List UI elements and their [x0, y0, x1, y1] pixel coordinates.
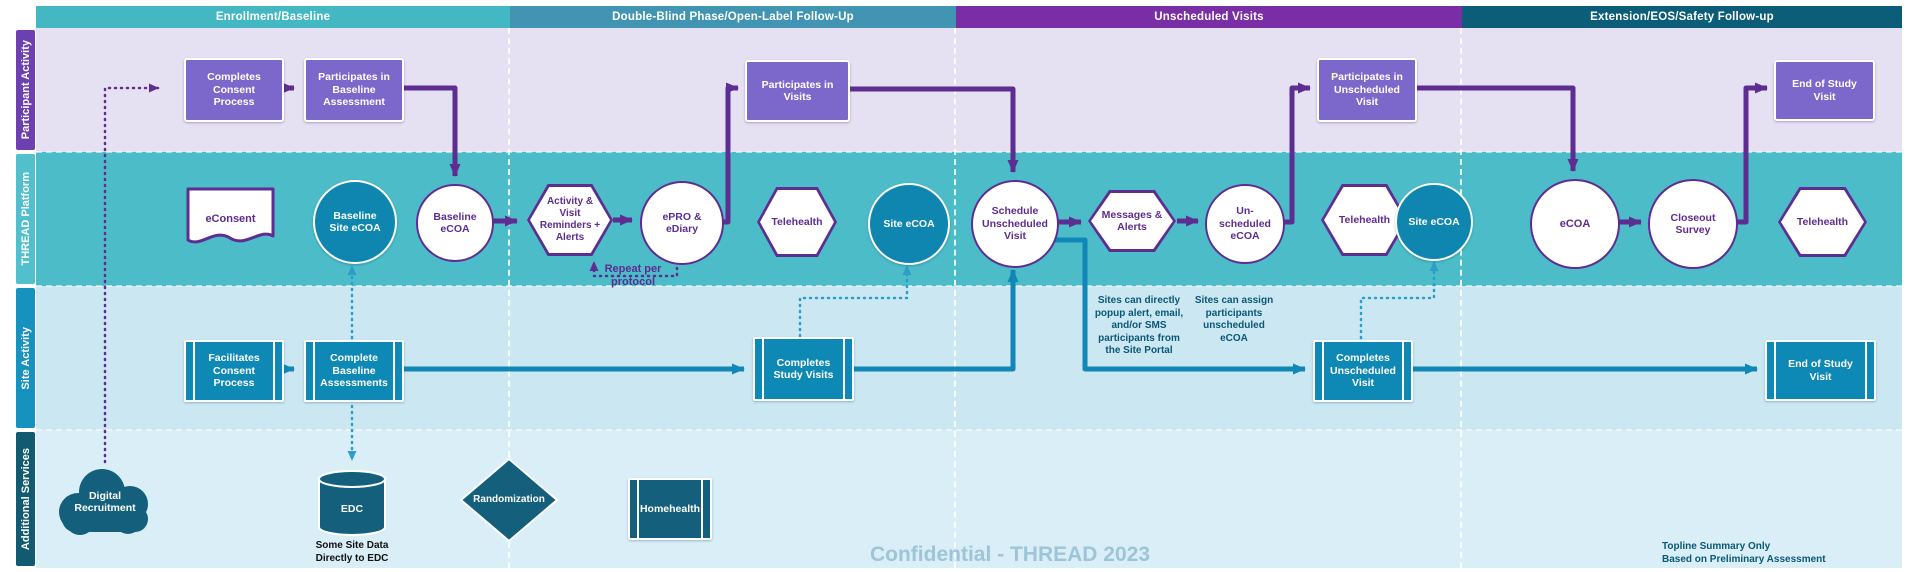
lane-separator-2 [36, 285, 1902, 287]
database-cylinder-shape [318, 470, 386, 536]
node-telehealth-db[interactable]: Telehealth [757, 187, 837, 257]
hexagon-shape-fill [1091, 193, 1173, 249]
node-telehealth-unscheduled[interactable]: Telehealth [1321, 184, 1408, 256]
node-schedule-unscheduled[interactable]: Schedule Unscheduled Visit [971, 180, 1059, 268]
node-closeout-survey-label: Closeout Survey [1670, 211, 1716, 236]
node-participates-baseline[interactable]: Participates in Baseline Assessment [304, 58, 404, 122]
node-econsent[interactable]: eConsent [186, 187, 275, 251]
teal-solid-connectors [281, 237, 1758, 375]
document-shape [186, 187, 275, 244]
node-facilitates-consent[interactable]: Facilitates Consent Process [184, 340, 284, 402]
node-homehealth-label: Homehealth [639, 502, 701, 515]
phase-header-enrollment-label: Enrollment/Baseline [215, 11, 331, 23]
node-telehealth-extension-label: Telehealth [1796, 215, 1849, 228]
cloud-shape [59, 469, 148, 535]
node-completes-unscheduled[interactable]: Completes Unscheduled Visit [1313, 340, 1413, 402]
node-completes-consent-label: Completes Consent Process [207, 71, 261, 109]
phase-separator-2 [954, 28, 956, 568]
node-activity-reminders[interactable]: Activity & Visit Reminders + Alerts [527, 184, 613, 256]
node-end-of-study-site[interactable]: End of Study Visit [1765, 340, 1876, 401]
phase-header-unscheduled-label: Unscheduled Visits [1154, 11, 1264, 23]
hexagon-shape-fill [1781, 190, 1864, 254]
annotation-repeat-per-protocol: Repeat per protocol [604, 263, 662, 289]
node-activity-reminders-label: Activity & Visit Reminders + Alerts [539, 196, 601, 243]
phase-header-double-blind-label: Double-Blind Phase/Open-Label Follow-Up [612, 11, 854, 23]
node-epro-ediary[interactable]: ePRO & eDiary [640, 181, 724, 265]
node-unscheduled-ecoa[interactable]: Un- scheduled eCOA [1205, 184, 1285, 264]
node-completes-unscheduled-label: Completes Unscheduled Visit [1330, 352, 1396, 390]
node-edc-label: EDC [340, 502, 364, 515]
node-participates-visits-label: Participates in Visits [761, 78, 834, 103]
lane-label-additional-services: Additional Services [16, 432, 35, 566]
lane-separator-3 [36, 429, 1902, 431]
node-facilitates-consent-label: Facilitates Consent Process [208, 352, 260, 390]
lane-label-thread-platform: THREAD Platform [16, 154, 35, 284]
phase-header-unscheduled: Unscheduled Visits [956, 6, 1462, 28]
node-end-of-study-participant[interactable]: End of Study Visit [1774, 60, 1875, 121]
annotation-site-assign-ecoa: Sites can assign participants unschedule… [1194, 295, 1274, 344]
node-site-ecoa-db[interactable]: Site eCOA [868, 183, 950, 265]
node-participates-unscheduled[interactable]: Participates in Unscheduled Visit [1317, 58, 1417, 122]
node-site-ecoa-unscheduled[interactable]: Site eCOA [1395, 183, 1473, 261]
node-closeout-survey[interactable]: Closeout Survey [1648, 179, 1738, 269]
phase-header-extension: Extension/EOS/Safety Follow-up [1462, 6, 1902, 28]
node-end-of-study-participant-label: End of Study Visit [1792, 78, 1857, 103]
node-completes-consent[interactable]: Completes Consent Process [184, 58, 284, 122]
phase-separator-1 [508, 28, 510, 568]
node-baseline-site-ecoa[interactable]: Baseline Site eCOA [313, 180, 397, 264]
node-econsent-label: eConsent [205, 212, 256, 225]
node-participates-unscheduled-label: Participates in Unscheduled Visit [1331, 71, 1403, 109]
node-homehealth[interactable]: Homehealth [628, 478, 712, 540]
diamond-shape [460, 458, 558, 542]
node-messages-alerts[interactable]: Messages & Alerts [1088, 190, 1176, 252]
node-schedule-unscheduled-label: Schedule Unscheduled Visit [982, 205, 1048, 243]
node-site-ecoa-unscheduled-label: Site eCOA [1408, 215, 1460, 228]
node-baseline-site-ecoa-label: Baseline Site eCOA [329, 209, 381, 234]
node-baseline-ecoa-label: Baseline eCOA [433, 210, 477, 235]
hexagon-shape-fill [1324, 187, 1405, 253]
hexagon-shape-fill [760, 190, 834, 254]
node-epro-ediary-label: ePRO & eDiary [662, 210, 702, 235]
node-baseline-ecoa[interactable]: Baseline eCOA [416, 184, 494, 262]
node-randomization[interactable]: Randomization [459, 457, 559, 543]
lane-label-participant-activity: Participant Activity [16, 30, 35, 150]
node-telehealth-extension[interactable]: Telehealth [1778, 187, 1867, 257]
purple-solid-connectors [281, 82, 1768, 228]
annotation-site-popup-alert: Sites can directly popup alert, email, a… [1094, 295, 1184, 356]
hexagon-shape-fill [530, 187, 610, 253]
node-ecoa-extension-label: eCOA [1559, 217, 1591, 230]
teal-dotted-connectors [347, 260, 1439, 462]
phase-separator-3 [1460, 28, 1462, 568]
node-complete-baseline[interactable]: Complete Baseline Assessments [304, 340, 404, 402]
node-messages-alerts-label: Messages & Alerts [1101, 208, 1163, 233]
annotation-topline-summary: Topline Summary Only Based on Preliminar… [1662, 541, 1826, 565]
purple-dotted-connectors [103, 83, 679, 464]
confidential-watermark: Confidential - THREAD 2023 [869, 543, 1151, 566]
node-completes-study-visits[interactable]: Completes Study Visits [753, 337, 854, 401]
annotation-edc-note: Some Site Data Directly to EDC [315, 540, 389, 564]
node-edc[interactable]: EDC [316, 468, 388, 538]
lane-label-site-activity: Site Activity [16, 288, 35, 428]
node-randomization-label: Randomization [473, 494, 545, 506]
node-telehealth-db-label: Telehealth [771, 215, 823, 228]
node-end-of-study-site-label: End of Study Visit [1788, 358, 1853, 383]
node-participates-baseline-label: Participates in Baseline Assessment [318, 71, 390, 109]
node-complete-baseline-label: Complete Baseline Assessments [320, 352, 388, 390]
node-digital-recruitment[interactable]: Digital Recruitment [50, 462, 160, 542]
node-digital-recruitment-label: Digital Recruitment [74, 489, 136, 514]
lane-separator-1 [36, 151, 1902, 153]
phase-header-double-blind: Double-Blind Phase/Open-Label Follow-Up [510, 6, 956, 28]
node-telehealth-unscheduled-label: Telehealth [1338, 213, 1391, 226]
node-participates-visits[interactable]: Participates in Visits [745, 60, 850, 122]
node-unscheduled-ecoa-label: Un- scheduled eCOA [1219, 205, 1271, 243]
node-completes-study-visits-label: Completes Study Visits [773, 356, 834, 381]
phase-header-enrollment: Enrollment/Baseline [36, 6, 510, 28]
node-site-ecoa-db-label: Site eCOA [883, 217, 935, 230]
phase-header-extension-label: Extension/EOS/Safety Follow-up [1590, 11, 1774, 23]
node-ecoa-extension[interactable]: eCOA [1530, 179, 1620, 269]
